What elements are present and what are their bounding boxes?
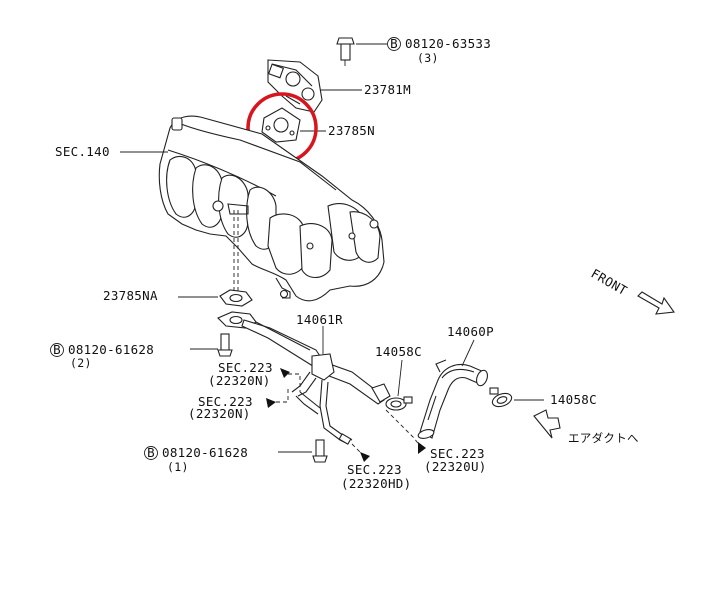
bolt-marker-mid: B (50, 342, 64, 357)
lower-bolt (312, 439, 328, 463)
leader-14058c-a (397, 359, 403, 397)
label-sec223-b: SEC.223 (198, 394, 253, 409)
label-22320n-a: (22320N) (208, 373, 271, 388)
label-14061r: 14061R (296, 312, 343, 327)
bolt-top-qty: (3) (417, 51, 439, 65)
label-air-duct: エアダクトへ (568, 431, 639, 445)
arrow-22320u (385, 409, 426, 454)
svg-text:B: B (390, 36, 398, 51)
bolt-low-number: 08120-61628 (162, 445, 248, 460)
svg-text:B: B (147, 445, 155, 460)
label-23781m: 23781M (364, 82, 411, 97)
svg-text:B: B (53, 342, 61, 357)
bolt-top-number: 08120-63533 (405, 36, 491, 51)
clamp-14058c-left (385, 396, 413, 411)
label-sec223-c: SEC.223 (347, 462, 402, 477)
label-22320hd: (22320HD) (341, 476, 411, 491)
label-sec140: SEC.140 (55, 144, 110, 159)
water-pipe-14061r (217, 311, 391, 445)
gasket-23785na (219, 289, 253, 307)
middle-bolt (217, 333, 233, 357)
bolt-marker-low: B (144, 445, 158, 460)
label-14060p: 14060P (447, 324, 494, 339)
intake-manifold (158, 115, 385, 302)
label-sec223-d: SEC.223 (430, 446, 485, 461)
arrow-22320n-b (266, 386, 289, 408)
arrow-22320hd (351, 443, 370, 462)
bolt-marker-top: B (387, 36, 401, 51)
bolt-mid-qty: (2) (70, 356, 92, 370)
throttle-body-23781m (267, 59, 323, 113)
top-bolt (336, 37, 355, 66)
front-arrow (637, 291, 675, 315)
hose-14060p (417, 359, 488, 439)
label-22320u: (22320U) (424, 459, 487, 474)
label-sec223-a: SEC.223 (218, 360, 273, 375)
bolt-mid-number: 08120-61628 (68, 342, 154, 357)
clamp-14058c-right (489, 387, 513, 408)
label-23785na: 23785NA (103, 288, 158, 303)
leader-14060p (461, 339, 475, 367)
label-22320n-b: (22320N) (188, 406, 251, 421)
air-duct-arrow (533, 409, 561, 439)
gasket-23785n (261, 107, 301, 143)
label-23785n: 23785N (328, 123, 375, 138)
label-14058c-b: 14058C (550, 392, 597, 407)
label-front: FRONT (589, 266, 631, 299)
bolt-low-qty: (1) (167, 460, 189, 474)
label-14058c-a: 14058C (375, 344, 422, 359)
arrow-22320n-a (280, 368, 301, 392)
